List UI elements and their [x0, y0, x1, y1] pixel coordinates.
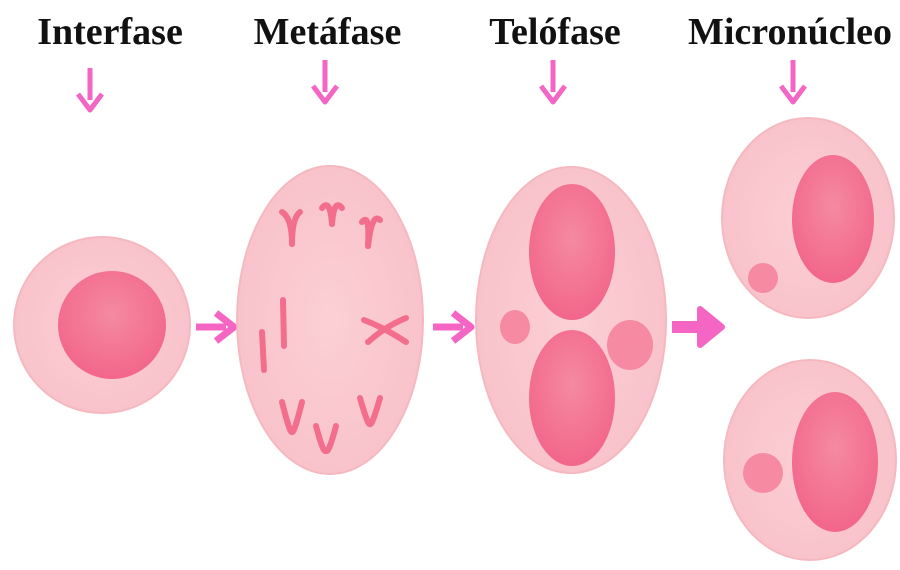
- down-arrow-metafase: [313, 60, 337, 102]
- down-arrow-micronucleo: [781, 60, 805, 102]
- nucleus-micro-top: [792, 155, 874, 283]
- micronucleus-bottom: [743, 453, 783, 493]
- right-arrow-3: [672, 309, 722, 345]
- micronucleus-top: [748, 263, 778, 293]
- cell-metafase: [237, 166, 423, 474]
- nucleus-micro-bottom: [792, 392, 878, 532]
- micronucleus-telofase-right: [607, 320, 653, 370]
- cell-interfase: [14, 237, 190, 413]
- right-arrow-1: [196, 313, 234, 341]
- nucleus-telofase-top: [529, 184, 615, 320]
- down-arrow-telofase: [541, 60, 565, 102]
- nucleus-telofase-bottom: [529, 330, 615, 466]
- micronucleus-telofase-left: [500, 310, 530, 344]
- cell-micronucleo-bottom: [724, 360, 896, 560]
- cell-telofase: [476, 167, 666, 473]
- cell-micronucleo-top: [722, 118, 894, 318]
- nucleus-interfase: [58, 271, 166, 379]
- right-arrow-2: [433, 313, 471, 341]
- down-arrow-interfase: [78, 68, 102, 110]
